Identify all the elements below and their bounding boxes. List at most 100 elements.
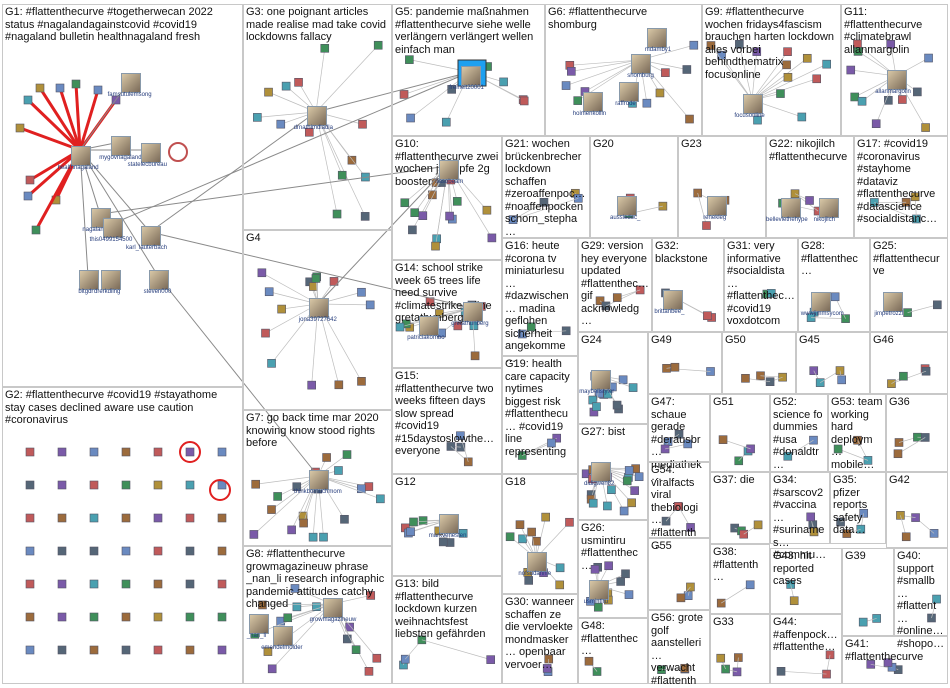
node[interactable] (921, 123, 930, 132)
node[interactable] (153, 447, 163, 457)
node[interactable] (782, 60, 791, 70)
node-avatar[interactable] (141, 143, 161, 163)
node[interactable] (258, 600, 267, 610)
node[interactable] (603, 389, 613, 399)
node-avatar[interactable] (249, 614, 269, 634)
node[interactable] (217, 447, 227, 457)
node[interactable] (334, 466, 343, 475)
node-avatar[interactable] (589, 580, 609, 600)
node[interactable] (445, 211, 454, 221)
node-avatar[interactable] (619, 82, 639, 102)
node[interactable] (624, 590, 634, 599)
node[interactable] (257, 268, 267, 278)
node[interactable] (329, 277, 339, 286)
node[interactable] (482, 205, 492, 215)
node[interactable] (622, 476, 632, 486)
node[interactable] (372, 653, 382, 663)
node[interactable] (264, 287, 274, 297)
node[interactable] (621, 569, 630, 579)
node-avatar[interactable] (149, 270, 169, 290)
node[interactable] (458, 528, 468, 538)
node[interactable] (25, 480, 35, 490)
node[interactable] (23, 95, 33, 105)
node-avatar[interactable] (103, 218, 123, 238)
node[interactable] (783, 451, 793, 461)
node[interactable] (25, 579, 35, 589)
node[interactable] (452, 197, 462, 206)
node[interactable] (376, 494, 385, 504)
node[interactable] (547, 438, 556, 448)
node-avatar[interactable] (707, 196, 727, 216)
node[interactable] (308, 532, 318, 542)
node[interactable] (304, 127, 314, 137)
node[interactable] (25, 546, 35, 556)
node[interactable] (35, 83, 45, 93)
node[interactable] (505, 532, 515, 542)
node[interactable] (57, 447, 67, 457)
node[interactable] (342, 450, 352, 459)
node[interactable] (345, 622, 354, 632)
node[interactable] (311, 274, 321, 283)
node[interactable] (884, 96, 893, 105)
node[interactable] (153, 480, 163, 490)
node[interactable] (630, 486, 639, 495)
node[interactable] (685, 114, 694, 124)
node-avatar[interactable] (121, 73, 141, 93)
node[interactable] (837, 375, 846, 385)
node[interactable] (418, 211, 428, 220)
node[interactable] (515, 520, 525, 529)
node[interactable] (783, 72, 793, 82)
node[interactable] (933, 300, 942, 310)
node[interactable] (57, 513, 67, 523)
node[interactable] (358, 119, 367, 129)
node[interactable] (428, 190, 437, 200)
node-avatar[interactable] (631, 54, 651, 74)
node-avatar[interactable] (583, 92, 603, 112)
node[interactable] (217, 579, 227, 589)
node-avatar[interactable] (111, 136, 131, 156)
node[interactable] (406, 527, 415, 537)
node[interactable] (15, 123, 25, 133)
node[interactable] (624, 466, 634, 475)
node[interactable] (25, 645, 35, 655)
node[interactable] (357, 377, 366, 386)
node[interactable] (334, 380, 344, 390)
node-avatar[interactable] (887, 70, 907, 90)
node[interactable] (185, 612, 195, 622)
node[interactable] (121, 612, 131, 622)
node[interactable] (619, 506, 629, 516)
node[interactable] (612, 293, 622, 302)
node[interactable] (716, 653, 726, 663)
node[interactable] (153, 579, 163, 589)
node[interactable] (25, 175, 35, 185)
node[interactable] (689, 40, 699, 50)
node[interactable] (217, 612, 227, 622)
node[interactable] (276, 119, 286, 129)
node[interactable] (924, 53, 933, 63)
node[interactable] (842, 529, 852, 538)
node[interactable] (263, 647, 273, 656)
node[interactable] (616, 577, 625, 586)
node[interactable] (360, 212, 370, 221)
node[interactable] (542, 664, 552, 673)
node-avatar[interactable] (307, 106, 327, 126)
node[interactable] (539, 197, 549, 207)
node-avatar[interactable] (101, 270, 121, 290)
node[interactable] (57, 645, 67, 655)
node-avatar[interactable] (781, 198, 801, 218)
node[interactable] (332, 209, 342, 219)
node[interactable] (584, 656, 594, 666)
node[interactable] (340, 514, 349, 524)
node[interactable] (682, 65, 692, 74)
node[interactable] (57, 612, 67, 622)
node[interactable] (526, 322, 536, 332)
node[interactable] (409, 517, 418, 527)
node-avatar[interactable] (439, 514, 459, 534)
node[interactable] (680, 663, 690, 673)
node-avatar[interactable] (419, 316, 439, 336)
node-avatar[interactable] (273, 626, 293, 646)
node[interactable] (267, 664, 277, 674)
node[interactable] (89, 447, 99, 457)
node[interactable] (89, 480, 99, 490)
node[interactable] (307, 380, 316, 390)
